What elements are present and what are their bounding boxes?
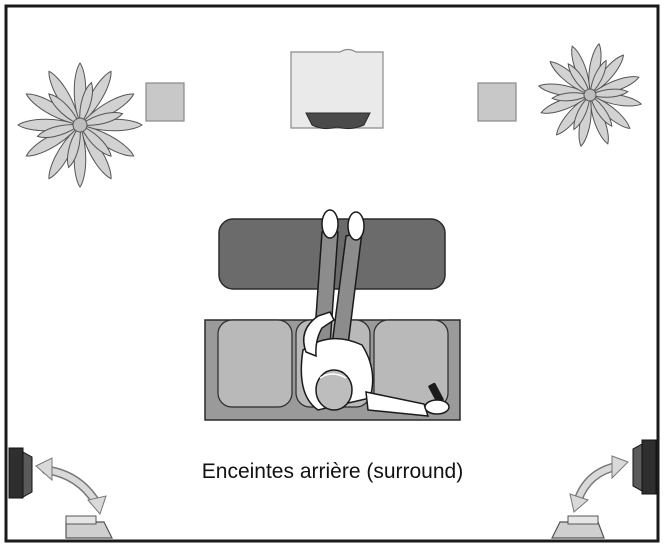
double-arrow-icon bbox=[35, 457, 107, 515]
rear-speaker-floor-icon bbox=[65, 515, 113, 539]
plant-icon bbox=[17, 62, 143, 188]
double-arrow-icon bbox=[569, 455, 629, 513]
front-speaker-icon bbox=[145, 82, 185, 122]
plant-icon bbox=[537, 42, 643, 148]
front-speaker-icon bbox=[477, 82, 517, 122]
person-icon bbox=[300, 209, 430, 417]
tv-icon bbox=[290, 48, 384, 130]
remote-control-icon bbox=[424, 382, 450, 415]
rear-speaker-wall-icon bbox=[632, 439, 657, 495]
rear-speaker-floor-icon bbox=[551, 515, 605, 539]
rear-speaker-wall-icon bbox=[8, 447, 33, 499]
rear-speakers-caption: Enceintes arrière (surround) bbox=[201, 460, 464, 483]
